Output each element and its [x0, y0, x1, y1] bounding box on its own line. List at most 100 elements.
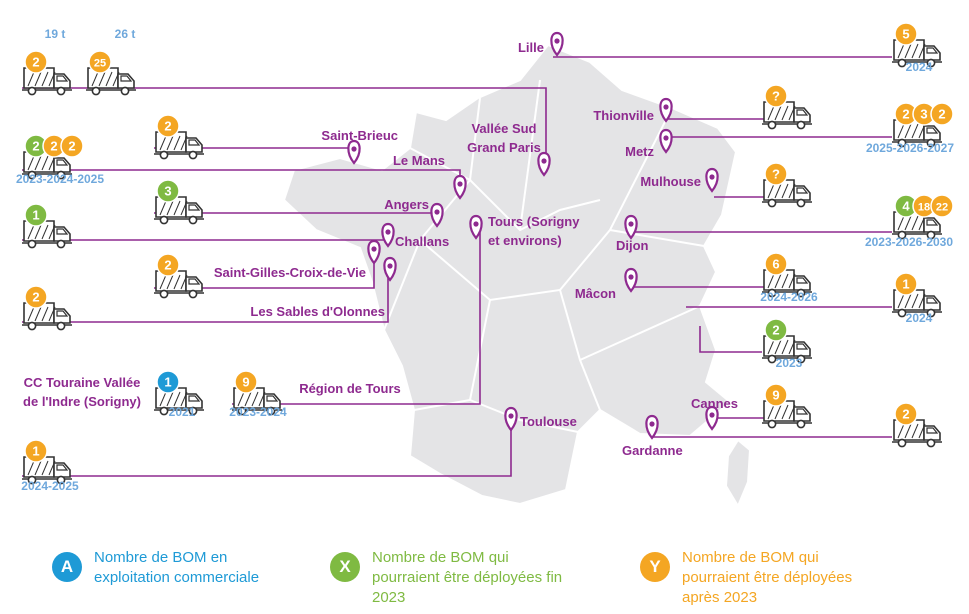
count-badge: 4	[894, 194, 918, 218]
count-badge: 1	[156, 370, 180, 394]
thionville-label: Thionville	[593, 108, 654, 123]
svg-text:3: 3	[920, 107, 927, 122]
garbage-truck-icon	[762, 400, 812, 429]
svg-text:?: ?	[772, 167, 780, 182]
garbage-truck-icon	[154, 270, 204, 299]
garbage-truck-icon	[762, 179, 812, 208]
legend-text: Nombre de BOM qui pourraient être déploy…	[372, 549, 563, 606]
map-pins	[347, 31, 719, 440]
mulhouse-pin-icon	[705, 167, 719, 193]
macon-pin-icon	[624, 267, 638, 293]
legend-text: Nombre de BOM en exploitation commercial…	[94, 549, 260, 586]
garbage-truck-icon	[892, 419, 942, 448]
t-alpes2-group: 2	[762, 318, 812, 364]
count-badge: 5	[894, 22, 918, 46]
garbage-truck-icon	[22, 302, 72, 331]
year-label: 2023-2026-2030	[865, 235, 953, 249]
svg-text:9: 9	[772, 388, 779, 403]
garbage-truck-icon	[762, 335, 812, 364]
svg-text:2: 2	[32, 290, 39, 305]
t-macon-group: 6	[762, 252, 812, 298]
angers-label: Angers	[384, 197, 429, 212]
garbage-truck-icon	[154, 196, 204, 225]
le-mans-label: Le Mans	[393, 153, 445, 168]
garbage-truck-icon	[22, 151, 72, 180]
count-badge: 25	[88, 50, 112, 74]
t-26t-group: 25	[86, 50, 136, 96]
garbage-truck-icon	[762, 269, 812, 298]
t-toulouse-group: 1	[22, 439, 72, 485]
svg-text:1: 1	[32, 208, 39, 223]
sables-label: Les Sables d'Olonnes	[250, 304, 385, 319]
gardanne-label: Gardanne	[622, 443, 683, 458]
svg-text:2: 2	[32, 139, 39, 154]
t-thionville-group: ?	[762, 84, 812, 130]
france-map	[282, 43, 752, 509]
year-label: 2024	[906, 60, 933, 74]
connector-line	[22, 424, 512, 477]
count-badge: 2	[24, 50, 48, 74]
region-border	[469, 399, 579, 433]
lille-pin-icon	[550, 31, 564, 57]
tours-sorigny-pin-icon	[469, 214, 483, 240]
svg-text:1: 1	[32, 444, 39, 459]
legend-item: Y Nombre de BOM qui pourraient être déplo…	[640, 548, 882, 608]
count-badge: 2	[60, 134, 84, 158]
t-lille-group: 5	[892, 22, 942, 68]
count-badge: 2	[764, 318, 788, 342]
garbage-truck-icon	[22, 220, 72, 249]
svg-text:2: 2	[772, 323, 779, 338]
dijon-label: Dijon	[616, 238, 649, 253]
count-badge: 2	[894, 402, 918, 426]
t-angers-group: 1	[22, 203, 72, 249]
connector-line	[22, 87, 547, 168]
count-badge: 9	[234, 370, 258, 394]
saint-gilles-pin-icon	[367, 239, 381, 265]
svg-text:3: 3	[164, 184, 171, 199]
svg-text:2: 2	[902, 407, 909, 422]
garbage-truck-icon	[22, 67, 72, 96]
t-mulhouse-group: ?	[762, 162, 812, 208]
year-label: 2021	[169, 405, 196, 419]
svg-text:2: 2	[32, 55, 39, 70]
mulhouse-label: Mulhouse	[640, 174, 701, 189]
garbage-truck-icon	[154, 387, 204, 416]
saint-brieuc-label: Saint-Brieuc	[321, 128, 398, 143]
legend-badge: Y	[640, 552, 670, 582]
svg-text:2: 2	[164, 258, 171, 273]
metz-pin-icon	[659, 128, 673, 154]
garbage-truck-icon	[86, 67, 136, 96]
count-badge: 1	[24, 439, 48, 463]
garbage-truck-icon	[154, 131, 204, 160]
region-border	[383, 147, 472, 331]
t-le-mans-group: 3	[154, 179, 204, 225]
challans-pin-icon	[381, 222, 395, 248]
garbage-truck-icon	[22, 456, 72, 485]
garbage-truck-icon	[892, 211, 942, 240]
corsica	[724, 438, 752, 509]
svg-text:2: 2	[50, 139, 57, 154]
connector-line	[232, 230, 481, 405]
region-border	[519, 79, 541, 231]
svg-text:2: 2	[902, 107, 909, 122]
svg-text:18: 18	[918, 202, 930, 214]
legend-text: Nombre de BOM qui pourraient être déploy…	[682, 549, 853, 606]
svg-text:6: 6	[772, 257, 779, 272]
saint-brieuc-pin-icon	[347, 139, 361, 165]
count-badge: 2	[930, 102, 954, 126]
lille-label: Lille	[518, 40, 544, 55]
year-label: 2024-2026	[760, 290, 818, 304]
svg-text:2: 2	[164, 119, 171, 134]
le-mans-pin-icon	[453, 174, 467, 200]
thionville-pin-icon	[659, 97, 673, 123]
tonnage-label: 26 t	[115, 27, 136, 41]
toulouse-label: Toulouse	[520, 414, 577, 429]
t-cc-touraine-group: 1	[154, 370, 204, 416]
region-border	[579, 305, 701, 361]
